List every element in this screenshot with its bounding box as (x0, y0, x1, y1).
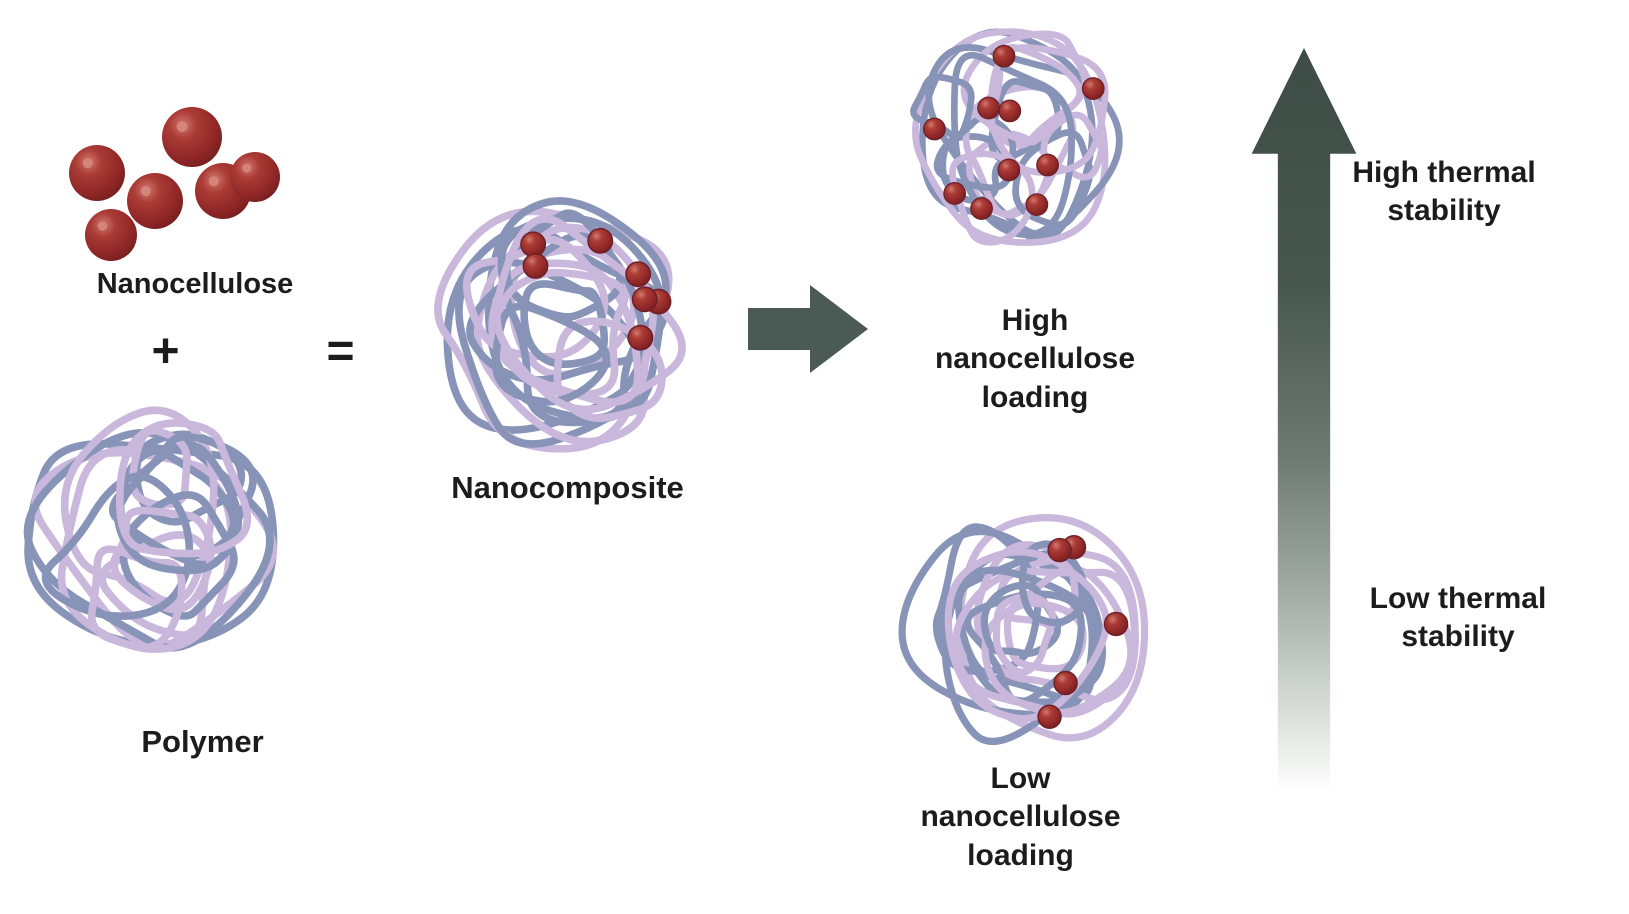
low-loading-label: Low nanocellulose loading (920, 762, 1121, 872)
polymer-strand (1012, 129, 1094, 228)
polymer-strand (492, 302, 611, 406)
high-thermal-stability-label: High thermal stability (1352, 156, 1536, 228)
nanocellulose-particle (997, 158, 1021, 182)
nanocomposite-label: Nanocomposite (451, 470, 684, 505)
sphere-highlight (97, 221, 108, 231)
nanocellulose-particle (1053, 670, 1078, 696)
nanocellulose-particle (992, 44, 1016, 68)
low-thermal-stability-label: Low thermal stability (1369, 582, 1547, 654)
high-loading-label: High nanocellulose loading (934, 304, 1136, 414)
nanocellulose-particle (1103, 611, 1129, 637)
polymer-strand (115, 419, 252, 558)
polymer-strand (898, 528, 1096, 718)
nanocellulose-particle (522, 252, 549, 279)
nanocellulose-particle (970, 197, 993, 220)
polymer-strand (553, 317, 666, 422)
nanocellulose-particle (1081, 77, 1105, 100)
nanocellulose-sphere (69, 145, 125, 201)
plus-operator: + (151, 325, 180, 378)
polymer-strand (497, 214, 666, 427)
nanocellulose-particle (923, 117, 946, 141)
nanocellulose-spheres-illustration (69, 107, 280, 261)
nanocellulose-sphere (230, 152, 280, 202)
nanocellulose-particle (1025, 193, 1049, 216)
nanocellulose-particle (1037, 704, 1062, 729)
polymer-strand (520, 280, 609, 369)
polymer-strand (910, 73, 975, 140)
nanocellulose-particle (1036, 153, 1059, 177)
polymer-strand (1040, 111, 1105, 181)
polymer-strand (912, 28, 1109, 246)
polymer-strand (941, 566, 1106, 745)
sphere-highlight (176, 121, 188, 132)
polymer-label: Polymer (141, 724, 264, 759)
equals-operator: = (326, 325, 355, 378)
nanocellulose-particle (998, 99, 1022, 123)
polymer-strand (932, 523, 1042, 675)
nanocellulose-particle (977, 96, 1001, 120)
nanocellulose-particle (943, 182, 967, 205)
nanocomposite-ball-illustration (434, 197, 686, 453)
nanocellulose-particle (631, 286, 658, 313)
low-loading-ball-illustration (898, 514, 1149, 745)
sphere-highlight (82, 158, 93, 169)
polymer-ball-illustration (23, 406, 278, 653)
nanocellulose-particle (625, 261, 652, 288)
polymer-strand (493, 215, 686, 414)
nanocellulose-particle (520, 231, 547, 258)
right-arrow-icon (748, 285, 868, 373)
thermal-stability-arrow-icon (1251, 48, 1357, 793)
nanocellulose-particle (627, 324, 654, 351)
high-loading-ball-illustration (910, 28, 1123, 246)
polymer-strand (60, 406, 218, 606)
sphere-highlight (208, 176, 219, 187)
polymer-strand (960, 30, 1089, 146)
polymer-strand (119, 491, 238, 620)
polymer-strand (87, 545, 186, 651)
polymer-strand (981, 565, 1135, 717)
thermal-arrow-shape (1251, 48, 1357, 793)
nanocellulose-sphere (127, 173, 183, 229)
polymer-strand (944, 548, 1110, 723)
nanocellulose-particle (1047, 537, 1072, 563)
right-arrow-shape (748, 285, 868, 373)
polymer-strand (462, 235, 609, 361)
nanocellulose-sphere (162, 107, 222, 167)
nanocellulose-sphere (85, 209, 137, 261)
nanocellulose-label: Nanocellulose (96, 268, 294, 300)
polymer-strand (41, 472, 194, 620)
polymer-strand (987, 44, 1109, 176)
polymer-strand (992, 592, 1057, 676)
polymer-strand (950, 51, 1075, 238)
polymer-strand (956, 514, 1149, 742)
sphere-highlight (242, 163, 252, 173)
nanocellulose-particle (587, 227, 614, 254)
sphere-highlight (140, 186, 151, 197)
